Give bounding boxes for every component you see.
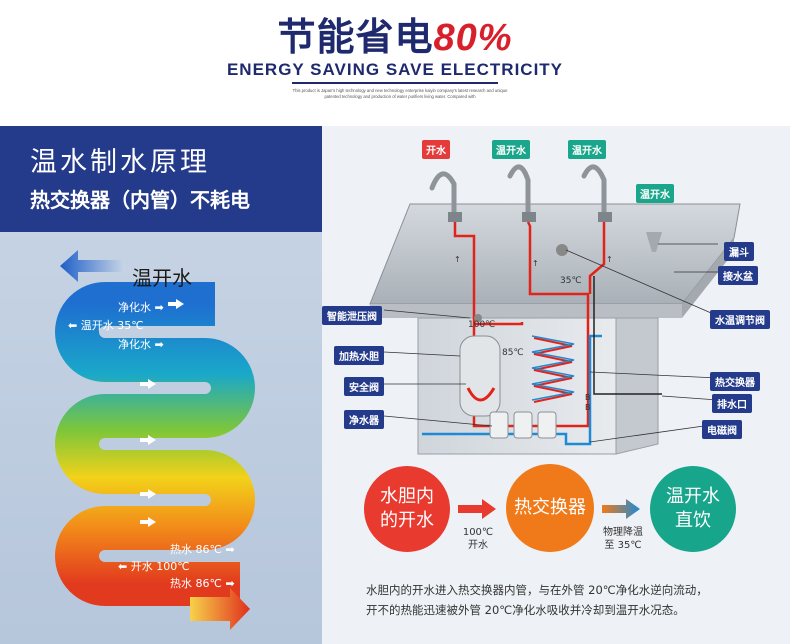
marker-b2: B [585, 403, 591, 412]
flow-arrow-1 [456, 498, 498, 520]
callout-funnel: 漏斗 [724, 242, 754, 261]
pipe-label-jinghua2: 净化水 ➡ [118, 338, 164, 351]
callout-heat-exchanger: 热交换器 [710, 372, 760, 391]
hot-water-line [453, 221, 590, 428]
flow-arrow-2 [600, 498, 642, 520]
heat-exchanger-coil [533, 337, 573, 403]
tap-label-kaishui: 开水 [422, 140, 450, 159]
temp-35: 35℃ [560, 276, 582, 286]
pipe-label-wenkai: ⬅ 温开水 35℃ [68, 319, 144, 332]
svg-text:↑: ↑ [454, 255, 461, 264]
serpentine-pipe-diagram [55, 250, 255, 630]
flow-circle-heat-exchanger: 热交换器 [506, 464, 594, 552]
pipe-label-reshui2: 热水 86℃ ➡ [170, 577, 235, 590]
left-subtitle: 热交换器（内管）不耗电 [30, 188, 250, 212]
callout-safety-valve: 安全阀 [344, 377, 384, 396]
sink-front [370, 304, 682, 318]
in-arrow-icon [190, 588, 250, 630]
subtitle-underline [292, 82, 498, 84]
pipe-label-kaishui: ⬅ 开水 100℃ [118, 560, 190, 573]
leader-lines [383, 243, 719, 443]
temp-100: 100℃ [468, 320, 496, 330]
svg-text:↑: ↑ [606, 255, 613, 264]
heating-element [466, 387, 496, 402]
tiny-flow-arrows: ↑ ↑ ↑ [454, 255, 613, 268]
arrow-left-icon: ⬅ [118, 560, 128, 573]
arrow-right-icon: ➡ [225, 577, 235, 590]
pipe-label-jinghua1: 净化水 ➡ [118, 301, 164, 314]
serpentine-tube [55, 282, 255, 606]
title-main: 节能省电 [277, 15, 434, 59]
svg-text:↑: ↑ [532, 259, 539, 268]
tap-label-wenkai1: 温开水 [492, 140, 530, 159]
cabinet-side [615, 317, 659, 455]
description-text: 水胆内的开水进入热交换器内管，与在外管 20℃净化水逆向流动， 开不的热能迅速被… [366, 583, 708, 617]
page-subtitle: ENERGY SAVING SAVE ELECTRICITY [226, 60, 564, 79]
sink-basin [369, 203, 741, 305]
out-arrow-spacer [52, 263, 122, 289]
heat-exchanger-coil-outer [531, 335, 575, 401]
pressure-valve [474, 314, 482, 322]
valve-line [474, 322, 524, 326]
callout-purifier: 净水器 [344, 410, 384, 429]
filter-cartridges [489, 411, 557, 439]
flow-circle-warm-water: 温开水直饮 [650, 466, 736, 552]
faucet-bases [448, 212, 612, 222]
callout-temp-valve: 水温调节阀 [710, 310, 770, 329]
arrow-right-icon: ➡ [225, 543, 235, 556]
callout-solenoid: 电磁阀 [702, 420, 742, 439]
flow-circle-tank-water: 水胆内的开水 [364, 466, 450, 552]
funnel [646, 232, 662, 252]
callout-drain: 排水口 [712, 394, 752, 413]
temp-85: 85℃ [502, 348, 524, 358]
left-title-box [0, 126, 322, 232]
arrow-right-icon: ➡ [154, 301, 164, 314]
flow-arrows [140, 299, 184, 527]
arrow-right-icon [602, 499, 640, 519]
drain-line [593, 276, 662, 395]
warm-water-line [588, 222, 606, 294]
title-highlight: 80% [433, 17, 513, 59]
faucets [429, 164, 607, 219]
tap-label-wenkai2: 温开水 [568, 140, 606, 159]
arrow-right-icon [458, 499, 496, 519]
callout-pressure-valve: 智能泄压阀 [322, 306, 382, 325]
callout-basin: 接水盆 [718, 266, 758, 285]
arrow-right-icon: ➡ [154, 338, 164, 351]
flow-arrow-2-label: 物理降温至 35℃ [603, 527, 643, 551]
pipe-label-reshui1: 热水 86℃ ➡ [170, 543, 235, 556]
fine-print: This product is Japan's high technology … [292, 88, 508, 99]
sink-side [682, 238, 734, 318]
heating-tank [459, 335, 501, 417]
page-title: 节能省电80% [0, 6, 790, 61]
out-label: 温开水 [132, 266, 192, 290]
machine-schematic: ↑ ↑ ↑ [369, 164, 741, 455]
left-title: 温水制水原理 [30, 147, 210, 178]
out-arrow-icon [60, 250, 125, 282]
temperature-valve [556, 244, 568, 256]
marker-b1: B [585, 393, 591, 402]
callout-heating-tank: 加热水胆 [334, 346, 384, 365]
tap-label-wenkai3: 温开水 [636, 184, 674, 203]
arrow-left-icon: ⬅ [68, 319, 78, 332]
